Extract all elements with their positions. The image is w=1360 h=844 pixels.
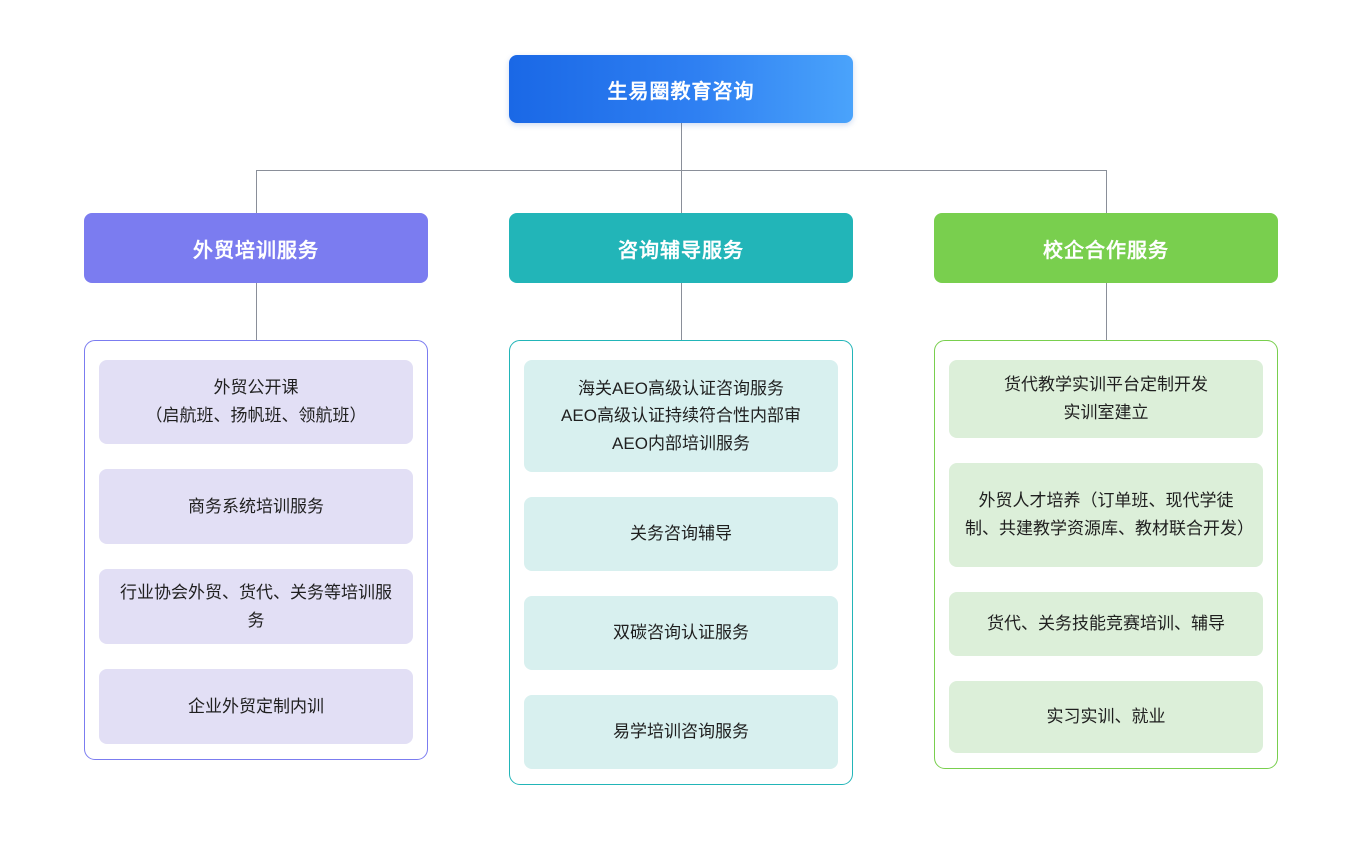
branch-header-training-label: 外贸培训服务 (193, 239, 319, 262)
list-item[interactable]: 双碳咨询认证服务 (524, 596, 838, 670)
list-item[interactable]: 货代、关务技能竞赛培训、辅导 (949, 592, 1263, 656)
list-item[interactable]: 企业外贸定制内训 (99, 669, 413, 744)
branch-header-school-enterprise-label: 校企合作服务 (1043, 239, 1169, 262)
connector-school-enterprise-header-to-box (1106, 283, 1108, 340)
connector-root-stem (681, 123, 683, 170)
list-item[interactable]: 外贸人才培养（订单班、现代学徒制、共建教学资源库、教材联合开发） (949, 463, 1263, 567)
branch-header-school-enterprise[interactable]: 校企合作服务 (934, 213, 1278, 283)
branch-column-training: 外贸培训服务 外贸公开课 （启航班、扬帆班、领航班） 商务系统培训服务 行业协会… (84, 213, 428, 760)
branch-column-consulting: 咨询辅导服务 海关AEO高级认证咨询服务 AEO高级认证持续符合性内部审 AEO… (509, 213, 853, 785)
list-item-label: 外贸公开课 （启航班、扬帆班、领航班） (145, 378, 367, 425)
list-item[interactable]: 行业协会外贸、货代、关务等培训服务 (99, 569, 413, 644)
root-node-label: 生易圈教育咨询 (607, 80, 755, 103)
list-item[interactable]: 货代教学实训平台定制开发 实训室建立 (949, 360, 1263, 438)
list-item-label: 实习实训、就业 (1046, 707, 1166, 727)
branch-box-school-enterprise: 货代教学实训平台定制开发 实训室建立 外贸人才培养（订单班、现代学徒制、共建教学… (934, 340, 1278, 769)
connector-consulting-header-to-box (681, 283, 683, 340)
connector-training-header-to-box (256, 283, 258, 340)
connector-drop-training (256, 169, 258, 213)
branch-box-consulting: 海关AEO高级认证咨询服务 AEO高级认证持续符合性内部审 AEO内部培训服务 … (509, 340, 853, 785)
list-item-label: 货代、关务技能竞赛培训、辅导 (987, 614, 1225, 634)
list-item-label: 企业外贸定制内训 (188, 696, 324, 716)
list-item[interactable]: 外贸公开课 （启航班、扬帆班、领航班） (99, 360, 413, 444)
list-item-label: 双碳咨询认证服务 (613, 623, 749, 643)
list-item-label: 行业协会外贸、货代、关务等培训服务 (120, 582, 392, 630)
list-item-label: 货代教学实训平台定制开发 实训室建立 (1004, 375, 1208, 422)
branch-header-training[interactable]: 外贸培训服务 (84, 213, 428, 283)
list-item-label: 外贸人才培养（订单班、现代学徒制、共建教学资源库、教材联合开发） (965, 491, 1254, 538)
list-item[interactable]: 海关AEO高级认证咨询服务 AEO高级认证持续符合性内部审 AEO内部培训服务 (524, 360, 838, 472)
connector-drop-school-enterprise (1106, 169, 1108, 213)
list-item[interactable]: 商务系统培训服务 (99, 469, 413, 544)
branch-column-school-enterprise: 校企合作服务 货代教学实训平台定制开发 实训室建立 外贸人才培养（订单班、现代学… (934, 213, 1278, 769)
list-item[interactable]: 关务咨询辅导 (524, 497, 838, 571)
list-item-label: 商务系统培训服务 (188, 496, 324, 516)
root-node[interactable]: 生易圈教育咨询 (509, 55, 853, 123)
list-item[interactable]: 易学培训咨询服务 (524, 695, 838, 769)
branch-box-training: 外贸公开课 （启航班、扬帆班、领航班） 商务系统培训服务 行业协会外贸、货代、关… (84, 340, 428, 760)
list-item[interactable]: 实习实训、就业 (949, 681, 1263, 753)
branch-header-consulting-label: 咨询辅导服务 (618, 239, 744, 262)
branch-header-consulting[interactable]: 咨询辅导服务 (509, 213, 853, 283)
list-item-label: 易学培训咨询服务 (613, 722, 749, 742)
list-item-label: 海关AEO高级认证咨询服务 AEO高级认证持续符合性内部审 AEO内部培训服务 (561, 378, 801, 453)
list-item-label: 关务咨询辅导 (630, 524, 732, 544)
connector-drop-consulting (681, 169, 683, 213)
